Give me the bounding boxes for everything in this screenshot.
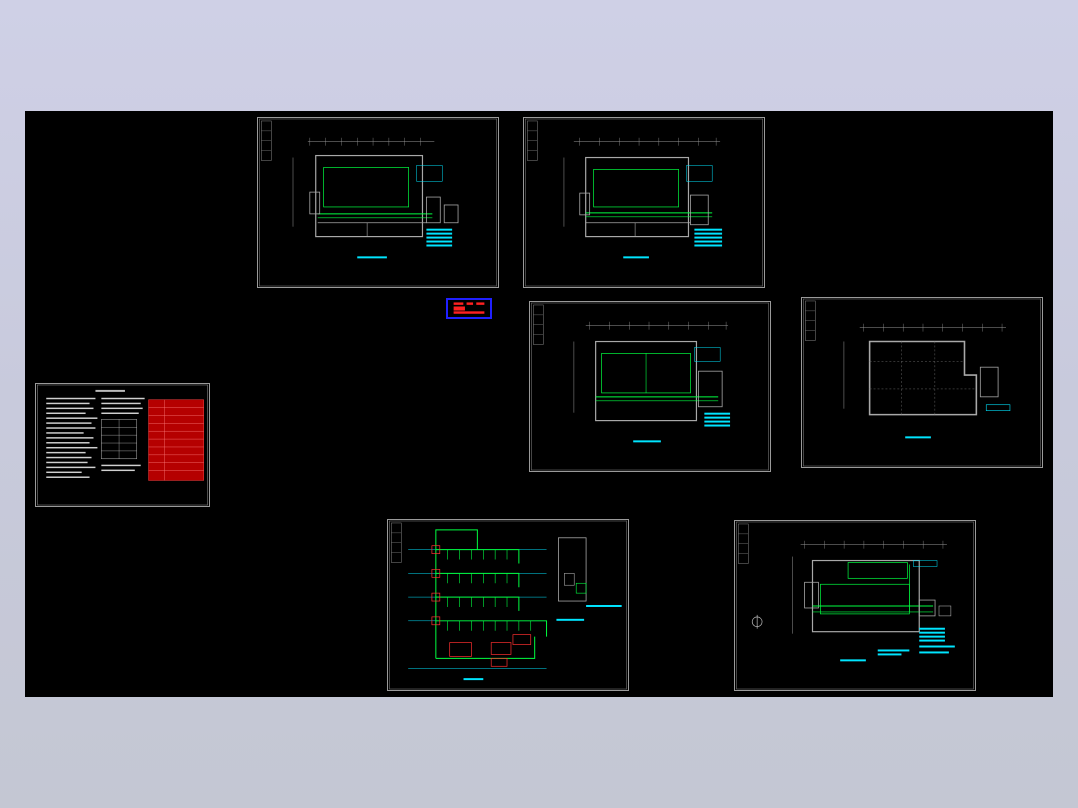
sheet-floor-plan-3[interactable] (529, 301, 771, 472)
sheet-roof-plan[interactable] (801, 297, 1043, 468)
floor-plan-1-drawing (259, 118, 497, 287)
roof-plan-drawing (803, 298, 1041, 467)
title-stamp-logo[interactable] (446, 298, 492, 319)
sheet-floor-plan-1[interactable] (257, 117, 499, 288)
cad-model-space[interactable] (25, 111, 1053, 697)
stamp-logo-mark (453, 302, 485, 314)
sheet-system-diagram[interactable] (387, 519, 629, 691)
system-diagram-drawing (389, 520, 627, 690)
ground-floor-plan-drawing (736, 521, 974, 690)
sheet-design-notes[interactable] (35, 383, 210, 507)
sheet-ground-floor-plan[interactable] (734, 520, 976, 691)
floor-plan-3-drawing (531, 302, 769, 471)
design-notes-drawing (37, 384, 208, 506)
floor-plan-2-drawing (525, 118, 763, 287)
sheet-floor-plan-2[interactable] (523, 117, 765, 288)
